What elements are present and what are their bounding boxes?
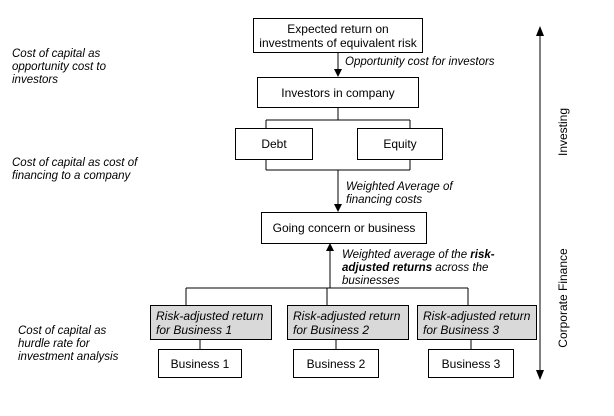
debt-box: Debt <box>235 128 313 160</box>
axis-arrowhead-bottom <box>536 370 544 380</box>
weighted-risk-pre-text: Weighted average of the <box>342 249 471 261</box>
opportunity-cost-label: Opportunity cost for investors <box>345 56 525 69</box>
business-1-label: Business 1 <box>170 356 230 371</box>
investing-axis-text: Investing <box>556 107 570 157</box>
side-note-opportunity-text: Cost of capital as opportunity cost to i… <box>12 48 106 86</box>
risk-adjusted-return-1-box: Risk-adjusted return for Business 1 <box>150 305 272 340</box>
side-note-opportunity: Cost of capital as opportunity cost to i… <box>12 48 137 87</box>
risk-adjusted-return-2-label: Risk-adjusted return for Business 2 <box>293 308 401 337</box>
weighted-risk-bold-text: risk-adjusted returns <box>342 249 495 274</box>
business-3-box: Business 3 <box>428 349 514 378</box>
risk-adjusted-return-1-label: Risk-adjusted return for Business 1 <box>156 308 264 337</box>
weighted-risk-adjusted-label: Weighted average of the risk-adjusted re… <box>342 249 510 288</box>
expected-return-label: Expected return on investments of equiva… <box>259 21 417 50</box>
side-note-hurdle-text: Cost of capital as hurdle rate for inves… <box>18 325 119 363</box>
weighted-risk-post-text: across the businesses <box>342 262 489 287</box>
weighted-average-financing-label: Weighted Average of financing costs <box>346 181 456 207</box>
risk-adjusted-return-3-label: Risk-adjusted return for Business 3 <box>423 308 531 337</box>
business-3-label: Business 3 <box>441 356 501 371</box>
side-note-hurdle: Cost of capital as hurdle rate for inves… <box>18 325 136 364</box>
equity-label: Equity <box>383 137 417 151</box>
investing-axis-label: Investing <box>556 102 572 162</box>
side-note-financing: Cost of capital as cost of financing to … <box>12 157 142 183</box>
weighted-average-financing-text: Weighted Average of financing costs <box>346 181 453 206</box>
corporate-finance-axis-text: Corporate Finance <box>556 248 570 348</box>
corporate-finance-axis-label: Corporate Finance <box>556 248 572 348</box>
investors-label: Investors in company <box>281 85 395 100</box>
business-2-label: Business 2 <box>306 356 366 371</box>
going-concern-label: Going concern or business <box>272 221 416 235</box>
axis-arrowhead-top <box>536 26 544 36</box>
investors-box: Investors in company <box>257 77 419 108</box>
business-1-box: Business 1 <box>158 349 242 378</box>
risk-adjusted-return-2-box: Risk-adjusted return for Business 2 <box>287 305 409 340</box>
equity-box: Equity <box>357 128 443 160</box>
side-note-financing-text: Cost of capital as cost of financing to … <box>12 157 138 182</box>
going-concern-box: Going concern or business <box>261 212 427 244</box>
expected-return-box: Expected return on investments of equiva… <box>253 18 423 53</box>
risk-adjusted-return-3-box: Risk-adjusted return for Business 3 <box>417 305 537 340</box>
business-2-box: Business 2 <box>293 349 379 378</box>
debt-label: Debt <box>261 137 287 151</box>
opportunity-cost-text: Opportunity cost for investors <box>345 56 495 68</box>
